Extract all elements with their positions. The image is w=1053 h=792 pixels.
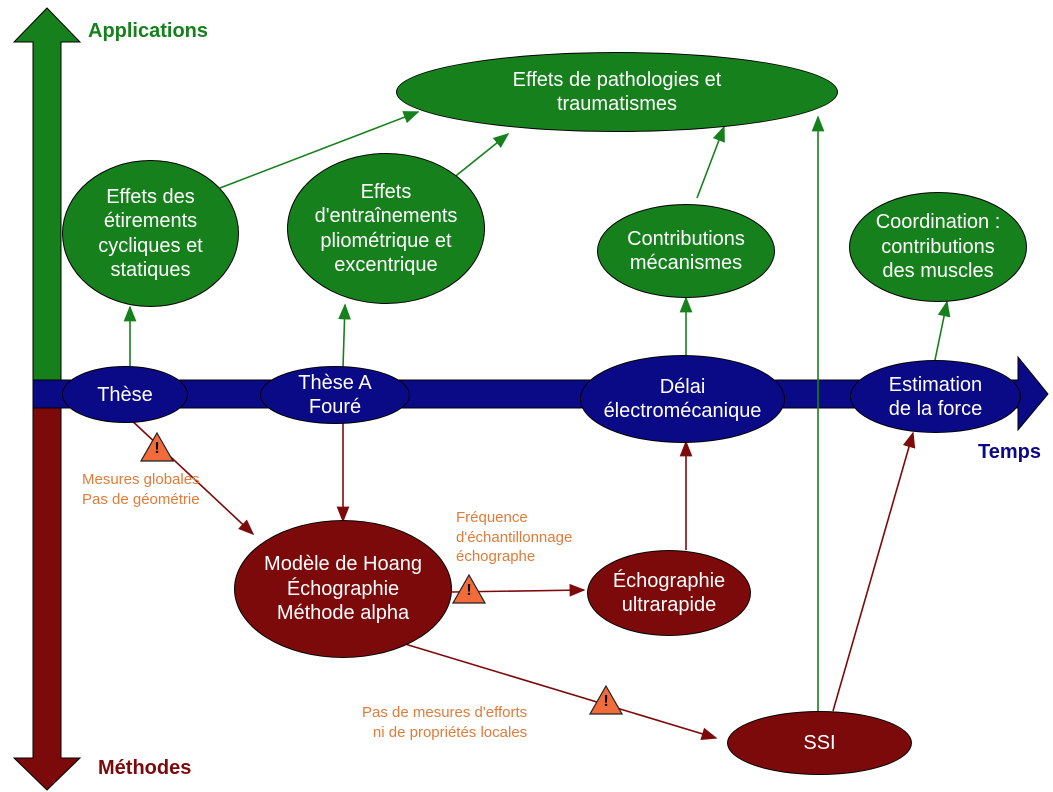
application-arrows (123, 111, 951, 711)
method-arrows (127, 416, 916, 740)
node-contributions: Contributions mécanismes (597, 204, 775, 298)
node-etirements: Effets des étirements cycliques et stati… (62, 160, 239, 307)
warning-icon: ! (588, 684, 624, 716)
node-these: Thèse (62, 366, 188, 423)
methodes-label: Méthodes (98, 757, 192, 779)
node-entrainements: Effets d'entraînements pliométrique et e… (287, 153, 485, 304)
temps-label: Temps (978, 441, 1041, 463)
applications-label: Applications (88, 20, 209, 42)
note-frequence: Fréquence d'échantillonnage échographe (456, 509, 573, 565)
node-hoang: Modèle de Hoang Échographie Méthode alph… (234, 520, 452, 658)
warning-mark: ! (154, 440, 160, 457)
node-ultrarapide: Échographie ultrarapide (587, 550, 751, 636)
node-coordination: Coordination : contributions des muscles (849, 192, 1027, 302)
node-estimation: Estimation de la force (850, 360, 1021, 433)
note-mesures: Mesures globales Pas de géométrie (82, 471, 200, 508)
warning-icon: ! (139, 431, 175, 463)
warning-icon: ! (451, 573, 487, 605)
time-axis (32, 355, 1049, 432)
warning-mark: ! (466, 582, 472, 599)
node-delai: Délai électromécanique (580, 355, 785, 443)
warning-mark: ! (603, 693, 609, 710)
node-pathologies: Effets de pathologies et traumatismes (396, 52, 838, 132)
note-efforts: Pas de mesures d'efforts ni de propriété… (362, 704, 528, 741)
node-these-a-foure: Thèse A Fouré (260, 366, 410, 424)
node-ssi: SSI (727, 711, 912, 775)
